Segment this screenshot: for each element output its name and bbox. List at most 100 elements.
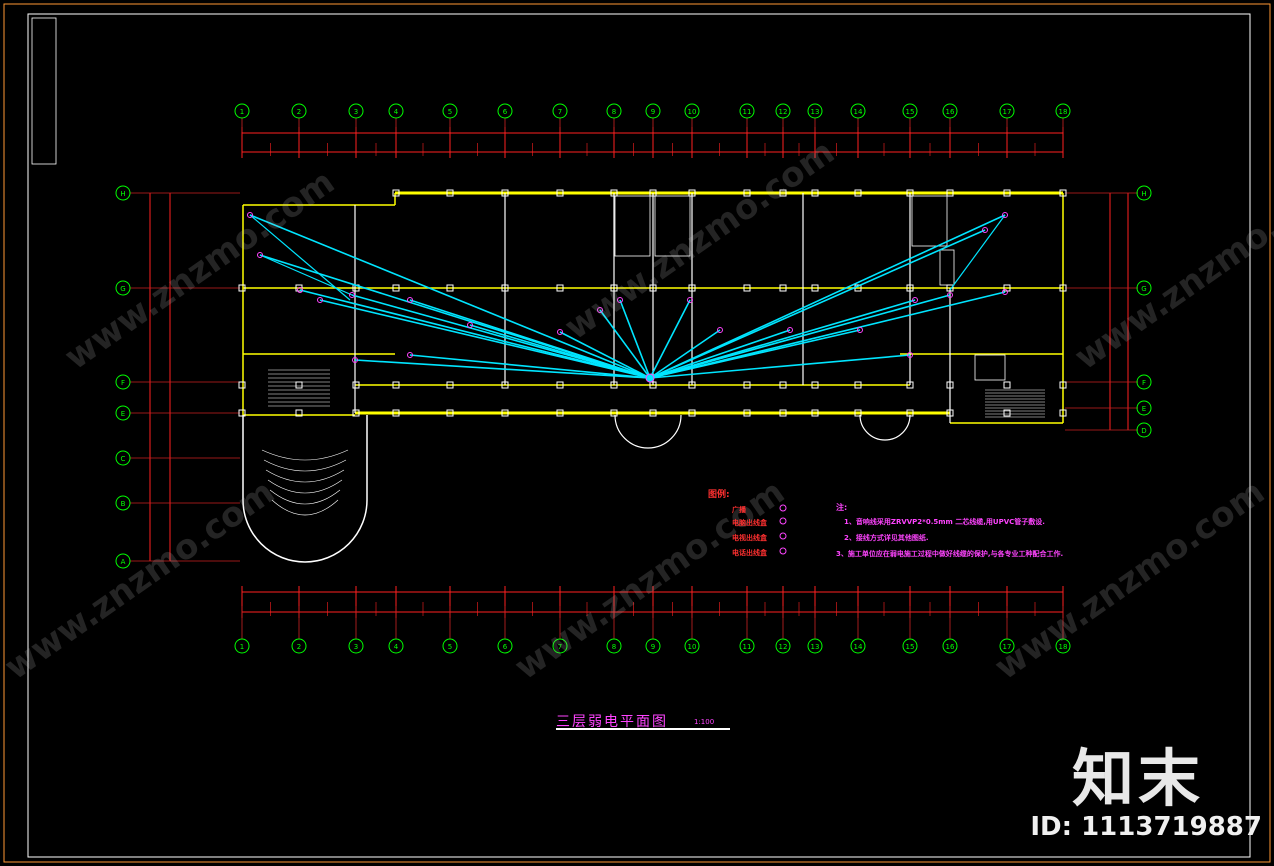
grid-label: C (121, 455, 126, 463)
structural-column (392, 381, 400, 389)
cable-run (949, 214, 1006, 291)
grid-bubble (348, 638, 364, 654)
grid-bubble (645, 638, 661, 654)
grid-label: 7 (558, 108, 562, 116)
structural-column (610, 409, 618, 417)
service-room (654, 195, 691, 257)
grid-bubble (807, 638, 823, 654)
legend-symbol (779, 517, 787, 525)
grid-label: 12 (779, 643, 788, 651)
grid-label: 6 (503, 108, 508, 116)
entrance-arc (859, 414, 911, 441)
grid-bubble (348, 103, 364, 119)
seat-row (267, 479, 343, 494)
grid-bubble (942, 103, 958, 119)
cable-run (259, 254, 353, 296)
grid-label: 3 (354, 108, 358, 116)
structural-column (352, 409, 360, 417)
grid-bubble (115, 495, 131, 511)
seat-row (265, 469, 345, 483)
wiring-layer (247, 212, 1008, 383)
structural-column (779, 409, 787, 417)
service-room (911, 195, 948, 247)
grid-bubble (902, 103, 918, 119)
grid-label: 14 (854, 643, 863, 651)
structural-column (446, 284, 454, 292)
outlet-symbol (982, 227, 988, 233)
grid-label: 2 (297, 643, 301, 651)
cable-run (649, 291, 1006, 379)
legend-heading: 图例: (708, 490, 730, 500)
outlet-symbol (687, 297, 693, 303)
structural-column (854, 381, 862, 389)
axis-grid-layer: 1122334455667788991010111112121313141415… (115, 103, 1152, 654)
grid-label: 2 (297, 108, 301, 116)
grid-label: 6 (503, 643, 508, 651)
grid-bubble (115, 450, 131, 466)
note-line: 3、施工单位应在弱电施工过程中做好线缆的保护,与各专业工种配合工作. (836, 550, 1064, 558)
grid-label: 12 (779, 108, 788, 116)
outlet-symbol (717, 327, 723, 333)
outlet-symbol (349, 292, 355, 298)
grid-bubble (552, 638, 568, 654)
cable-run (649, 214, 1006, 379)
structural-column (446, 189, 454, 197)
grid-bubble (606, 103, 622, 119)
cable-run (649, 229, 986, 379)
notes-heading: 注: (836, 503, 848, 512)
structural-column (854, 189, 862, 197)
structural-column (238, 284, 246, 292)
structural-column (556, 409, 564, 417)
structural-column (1003, 381, 1011, 389)
grid-label: 16 (946, 643, 955, 651)
drawing-title: 三层弱电平面图 (556, 714, 668, 730)
structural-column (811, 409, 819, 417)
grid-label: E (1142, 405, 1146, 413)
structural-column (1003, 189, 1011, 197)
grid-bubble (850, 638, 866, 654)
outlet-symbol (557, 329, 563, 335)
cable-run (649, 329, 721, 379)
cable-run (409, 354, 651, 379)
structural-column (811, 381, 819, 389)
structural-column (946, 189, 954, 197)
legend-item: 电视出线盒 (732, 534, 767, 542)
cable-run (249, 214, 651, 379)
grid-label: 8 (612, 643, 616, 651)
grid-bubble (1136, 185, 1152, 201)
structural-column (1059, 284, 1067, 292)
cable-run (319, 299, 651, 379)
note-line: 2、接线方式详见其他图纸. (844, 534, 929, 542)
structural-column (238, 381, 246, 389)
outlet-symbol (317, 297, 323, 303)
outlet-symbol (352, 357, 358, 363)
grid-label: 18 (1059, 643, 1068, 651)
outlet-symbol (617, 297, 623, 303)
grid-bubble (999, 103, 1015, 119)
legend-symbol (779, 547, 787, 555)
grid-bubble (552, 103, 568, 119)
structural-column (295, 409, 303, 417)
dimension-layer (149, 127, 1129, 618)
outlet-symbol (297, 287, 303, 293)
structural-column (1059, 409, 1067, 417)
wall-layer (238, 189, 1067, 563)
grid-bubble (902, 638, 918, 654)
legend-symbol (779, 532, 787, 540)
room-detail-layer (261, 195, 1045, 555)
grid-bubble (234, 638, 250, 654)
service-room (939, 249, 955, 286)
grid-label: 13 (811, 108, 820, 116)
structural-column (743, 409, 751, 417)
structural-column (779, 381, 787, 389)
cable-run (559, 331, 651, 379)
grid-bubble (291, 638, 307, 654)
outlet-symbol (947, 292, 953, 298)
grid-label: 7 (558, 643, 562, 651)
grid-bubble (775, 103, 791, 119)
structural-column (392, 409, 400, 417)
outlet-symbol (857, 327, 863, 333)
legend-item: 广播 (732, 506, 746, 514)
grid-bubble (115, 553, 131, 569)
cable-run (599, 309, 651, 379)
